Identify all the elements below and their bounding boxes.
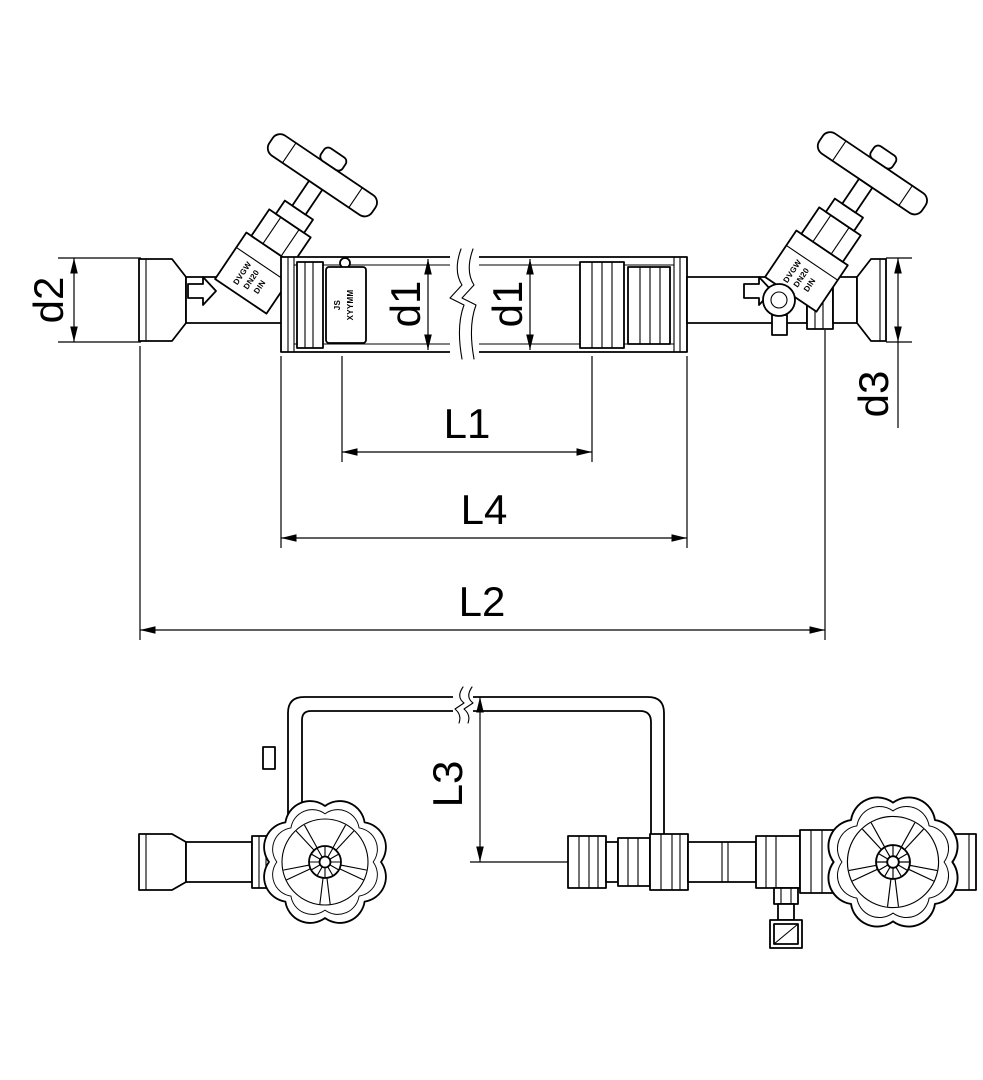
dim-label-L1: L1 (444, 400, 491, 447)
handwheel-left-plan-icon (263, 800, 387, 924)
insert-label: XYYMM (346, 290, 355, 321)
dimension-L3: L3 (424, 697, 568, 863)
dim-label-L3: L3 (424, 761, 471, 808)
mounting-bracket (262, 746, 276, 770)
flow-arrow-left-icon (187, 276, 217, 306)
plan-right-valve-body (755, 835, 801, 889)
break-symbol (454, 686, 465, 724)
drain-valve-plan (769, 887, 803, 949)
right-socket (856, 258, 887, 342)
dimensions-front: d2 d1 d1 d3 L1 L4 L2 (25, 257, 912, 640)
right-valve: DVGW DN20 DIN (764, 131, 928, 313)
break-symbol (449, 248, 465, 360)
insert-label: JS (333, 299, 342, 310)
bypass-bow (287, 696, 665, 857)
meter-insert (325, 266, 367, 344)
drain-valve-front (762, 283, 796, 336)
dim-label-d1-left: d1 (382, 281, 429, 328)
dim-label-L4: L4 (461, 486, 508, 533)
dim-label-d3: d3 (850, 371, 897, 418)
handwheel-right-plan-icon (827, 796, 959, 928)
plan-view: L3 (138, 686, 977, 949)
meter-spool: JS XYYMM (280, 248, 688, 360)
front-view: DVGW DN20 DIN JS (25, 131, 928, 640)
left-valve: DVGW DN20 DIN (214, 133, 378, 315)
dim-label-d1-right: d1 (484, 281, 531, 328)
dim-label-d2: d2 (25, 277, 72, 324)
dim-label-L2: L2 (459, 578, 506, 625)
